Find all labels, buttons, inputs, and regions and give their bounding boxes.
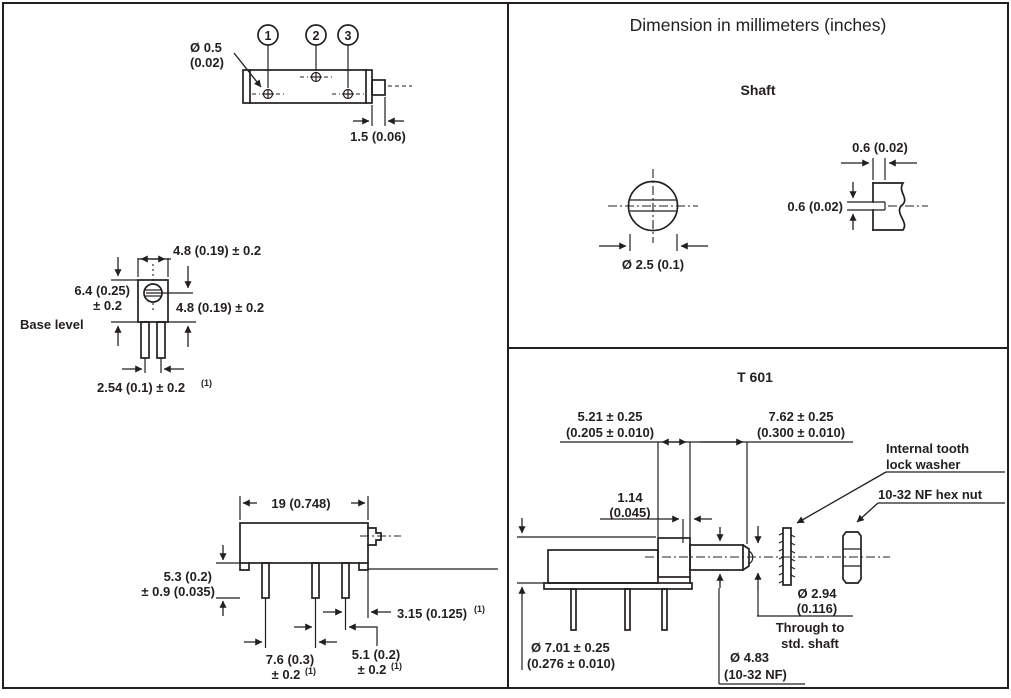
pitch-b-note: (1) xyxy=(391,661,402,671)
side-body xyxy=(239,522,369,564)
center-height-dim: 4.8 (0.19) ± 0.2 xyxy=(176,300,264,315)
t601-heading: T 601 xyxy=(737,369,773,385)
standoff-dim2: ± 0.9 (0.035) xyxy=(141,584,215,599)
thread-diameter-dim: Ø 4.83 xyxy=(730,650,769,665)
washer-callout: Internal tooth xyxy=(886,441,969,456)
t601-body xyxy=(547,549,659,584)
pin-pitch-note: (1) xyxy=(201,378,212,388)
nut-callout: 10-32 NF hex nut xyxy=(878,487,983,502)
hole-diameter-label: Ø 0.5 xyxy=(190,40,222,55)
t601-pin-2 xyxy=(624,588,631,631)
washer-gap-dim: 1.14 xyxy=(617,490,643,505)
t601-base-plate xyxy=(543,582,693,590)
figure-title: Dimension in millimeters (inches) xyxy=(630,15,887,35)
bushing-length-dim: 5.21 ± 0.25 xyxy=(578,409,643,424)
side-view: 19 (0.748) 5.3 (0.2) ± 0.9 (0.035) 3.15 … xyxy=(141,496,498,682)
terminal-top-view: 1 2 3 Ø 0.5 (0.02) 1.5 (0.06) xyxy=(190,24,412,144)
height-dim: 6.4 (0.25) xyxy=(74,283,130,298)
t601-pin-1 xyxy=(570,588,577,631)
pin2-number: 2 xyxy=(313,29,320,43)
end-pin-offset-note: (1) xyxy=(474,604,485,614)
base-level-label: Base level xyxy=(20,317,84,332)
side-pin-1 xyxy=(261,562,270,599)
shaft-diameter-dim: Ø 2.5 (0.1) xyxy=(622,257,684,272)
washer-hole-dim: Ø 2.94 xyxy=(797,586,837,601)
thread-diameter-dim2: (10-32 NF) xyxy=(724,667,787,682)
through-note2: std. shaft xyxy=(781,636,839,651)
standoff-dim: 5.3 (0.2) xyxy=(164,569,212,584)
side-pin-3 xyxy=(341,562,350,599)
pitch-a-dim2: ± 0.2 xyxy=(272,667,301,682)
width-dim: 4.8 (0.19) ± 0.2 xyxy=(173,243,261,258)
front-pin-left xyxy=(140,321,150,359)
pin3-number: 3 xyxy=(345,29,352,43)
slot-depth-dim: 0.6 (0.02) xyxy=(852,140,908,155)
pitch-a-note: (1) xyxy=(305,666,316,676)
front-body xyxy=(137,279,169,323)
pitch-b-dim2: ± 0.2 xyxy=(358,662,387,677)
front-view: 4.8 (0.19) ± 0.2 6.4 (0.25) ± 0.2 Base l… xyxy=(20,243,264,395)
through-note: Through to xyxy=(776,620,845,635)
body-outline xyxy=(242,69,373,104)
lock-washer xyxy=(778,527,796,586)
slot-width-dim: 0.6 (0.02) xyxy=(787,199,843,214)
end-pin-offset-dim: 3.15 (0.125) xyxy=(397,606,467,621)
pin1-number: 1 xyxy=(265,29,272,43)
height-dim2: ± 0.2 xyxy=(93,298,122,313)
hole-diameter-label2: (0.02) xyxy=(190,55,224,70)
body-diameter-dim2: (0.276 ± 0.010) xyxy=(527,656,615,671)
thread-length-dim2: (0.300 ± 0.010) xyxy=(757,425,845,440)
front-pin-right xyxy=(156,321,166,359)
pitch-b-dim: 5.1 (0.2) xyxy=(352,647,400,662)
shaft-panel: Dimension in millimeters (inches) Shaft … xyxy=(599,15,928,272)
t601-panel: T 601 5.21 ± 0.25 (0.205 ± 0.010) 7.62 ±… xyxy=(517,369,1005,685)
hex-nut xyxy=(842,531,862,584)
bushing-length-dim2: (0.205 ± 0.010) xyxy=(566,425,654,440)
shaft-stub xyxy=(371,79,386,96)
t601-pin-3 xyxy=(661,588,668,631)
shaft-heading: Shaft xyxy=(741,82,776,98)
body-diameter-dim: Ø 7.01 ± 0.25 xyxy=(531,640,610,655)
pin-pitch-dim: 2.54 (0.1) ± 0.2 xyxy=(97,380,185,395)
washer-hole-dim2: (0.116) xyxy=(797,601,837,616)
washer-gap-dim2: (0.045) xyxy=(609,505,650,520)
pitch-a-dim: 7.6 (0.3) xyxy=(266,652,314,667)
side-pin-2 xyxy=(311,562,320,599)
thread-length-dim: 7.62 ± 0.25 xyxy=(769,409,834,424)
washer-callout2: lock washer xyxy=(886,457,960,472)
end-offset-dim: 1.5 (0.06) xyxy=(350,129,406,144)
length-dim: 19 (0.748) xyxy=(271,496,330,511)
